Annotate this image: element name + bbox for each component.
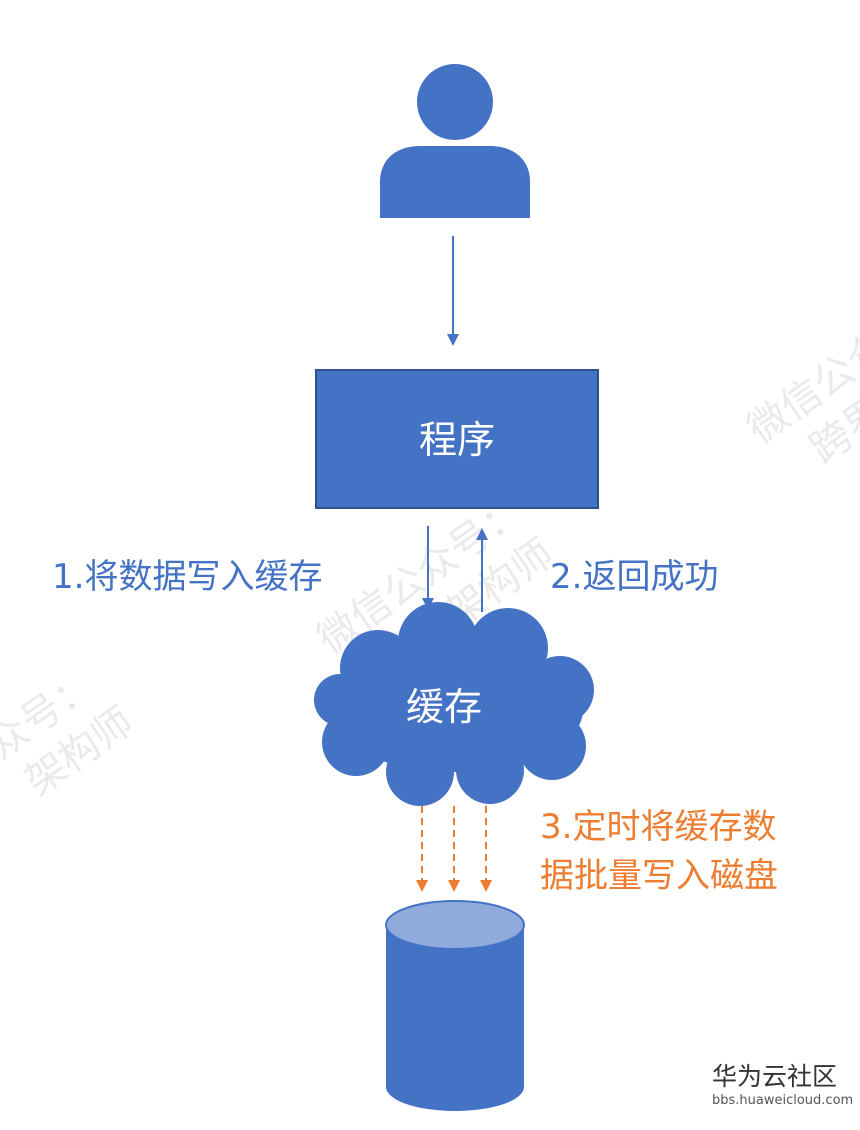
step-3-label-line2: 据批量写入磁盘	[540, 856, 778, 896]
site-branding: 华为云社区 bbs.huaweicloud.com	[712, 1062, 853, 1108]
program-node: 程序	[315, 369, 599, 509]
batch-flush-arrows	[416, 806, 492, 892]
cache-node: 缓存	[314, 602, 594, 806]
cache-label: 缓存	[406, 685, 482, 729]
watermark-left: 众号： 架构师	[0, 662, 142, 805]
brand-site-name: 华为云社区	[712, 1062, 837, 1091]
database-icon	[385, 900, 525, 1111]
user-icon	[380, 64, 530, 218]
brand-url: bbs.huaweicloud.com	[712, 1093, 853, 1108]
step-1-label: 1.将数据写入缓存	[52, 557, 322, 597]
program-label: 程序	[419, 418, 495, 462]
step-2-label: 2.返回成功	[550, 557, 718, 597]
cloud-icon	[314, 602, 594, 806]
watermark-right: 微信公众号： 跨界架构师	[739, 278, 860, 473]
step-3-label-line1: 3.定时将缓存数	[540, 807, 776, 847]
